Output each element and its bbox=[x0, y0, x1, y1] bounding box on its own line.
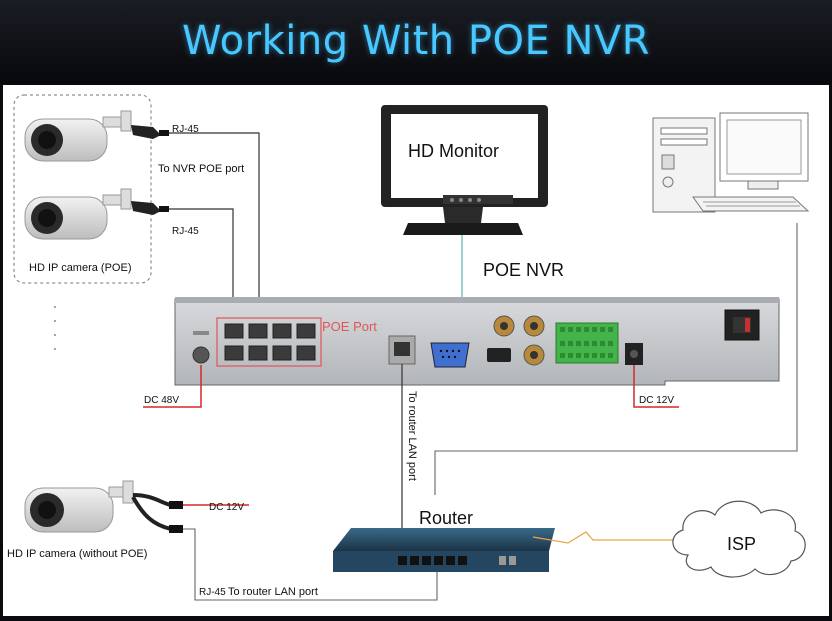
diagram-svg: RJ-45 To NVR POE port RJ-45 HD IP camera… bbox=[7, 94, 810, 601]
label-to-router-lan-port-bottom: To router LAN port bbox=[228, 586, 318, 598]
poe-camera-2 bbox=[24, 188, 132, 240]
power-switch bbox=[724, 309, 760, 341]
label-rj45-bottom: RJ-45 bbox=[199, 587, 226, 598]
splitter-cable-icon bbox=[131, 493, 183, 533]
nvr-lan-port bbox=[388, 335, 416, 365]
video-audio-connectors bbox=[493, 315, 545, 366]
diagram-canvas: RJ-45 To NVR POE port RJ-45 HD IP camera… bbox=[3, 85, 829, 616]
poe-camera-group-border bbox=[13, 94, 152, 284]
rj45-connector-icon bbox=[131, 201, 169, 215]
vga-port bbox=[430, 342, 470, 368]
label-isp: ISP bbox=[727, 534, 756, 554]
label-poe-port: POE Port bbox=[322, 319, 377, 334]
cable-camera2-nvr bbox=[169, 208, 234, 313]
cable-pc-router bbox=[434, 223, 798, 495]
isp-link bbox=[532, 531, 676, 544]
label-dc-12v-nvr: DC 12V bbox=[639, 395, 674, 406]
page-title: Working With POE NVR bbox=[181, 18, 651, 64]
label-dc-48v: DC 48V bbox=[144, 395, 179, 406]
cable-camera1-nvr bbox=[169, 132, 260, 313]
rj45-connector-icon bbox=[131, 125, 169, 139]
label-dc-12v-camera: DC 12V bbox=[209, 502, 244, 513]
dc-power-jack bbox=[625, 343, 643, 365]
dc-48v-wire bbox=[143, 365, 202, 408]
hdmi-port bbox=[487, 348, 511, 362]
hd-monitor bbox=[381, 105, 548, 235]
label-rj45-top: RJ-45 bbox=[172, 124, 199, 135]
label-to-nvr-poe-port: To NVR POE port bbox=[158, 163, 244, 175]
router-device bbox=[333, 528, 555, 572]
title-bar: Working With POE NVR bbox=[0, 0, 832, 84]
isp-cloud bbox=[672, 500, 806, 578]
cable-camera-router bbox=[183, 528, 438, 601]
poe-camera-1 bbox=[24, 110, 132, 162]
non-poe-camera bbox=[24, 480, 134, 533]
label-to-router-lan-port-vertical: To router LAN port bbox=[406, 391, 418, 481]
label-poe-nvr: POE NVR bbox=[483, 260, 564, 280]
computer bbox=[652, 112, 810, 213]
more-cameras-dots bbox=[54, 306, 56, 350]
label-hd-monitor: HD Monitor bbox=[408, 141, 499, 161]
label-rj45-second: RJ-45 bbox=[172, 226, 199, 237]
nvr-device bbox=[174, 297, 780, 386]
dc-12v-nvr-wire bbox=[633, 365, 679, 408]
alarm-terminal-block bbox=[555, 322, 619, 364]
label-hd-ip-camera-poe: HD IP camera (POE) bbox=[29, 262, 132, 274]
poe-port-block bbox=[216, 317, 322, 367]
label-router: Router bbox=[419, 508, 473, 528]
label-hd-ip-camera-without-poe: HD IP camera (without POE) bbox=[7, 548, 147, 560]
